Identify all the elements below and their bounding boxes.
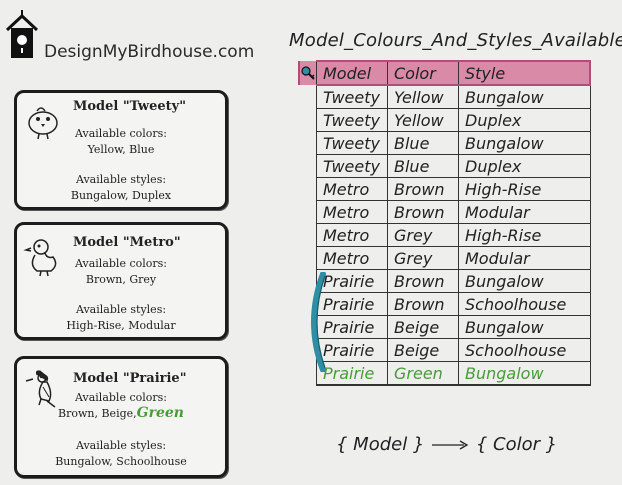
cell-style: Schoolhouse <box>458 338 591 362</box>
key-cell <box>298 61 317 85</box>
row-key-spacer <box>299 200 317 224</box>
row-key-spacer <box>299 154 317 178</box>
cell-style: Bungalow <box>458 131 591 155</box>
cell-color: Blue <box>387 131 459 155</box>
cell-style: Bungalow <box>458 269 591 293</box>
cell-model: Prairie <box>316 315 388 339</box>
cell-style: Modular <box>458 246 591 270</box>
cell-model: Tweety <box>316 108 388 132</box>
cell-style: High-Rise <box>458 177 591 201</box>
cell-style: Bungalow <box>458 315 591 339</box>
cell-model: Metro <box>316 223 388 247</box>
styles-list: Bungalow, Duplex <box>70 189 172 202</box>
card-title: Model "Tweety" <box>73 99 186 114</box>
brand-name[interactable]: DesignMyBirdhouse.com <box>44 42 255 62</box>
header-style: Style <box>458 60 591 86</box>
card-title: Model "Metro" <box>73 235 181 250</box>
cell-model: Metro <box>316 177 388 201</box>
cell-color: Blue <box>387 154 459 178</box>
cell-style: Bungalow <box>458 361 591 386</box>
cell-color: Brown <box>387 177 459 201</box>
cell-color: Brown <box>387 269 459 293</box>
cell-style: Schoolhouse <box>458 292 591 316</box>
cell-style: Modular <box>458 200 591 224</box>
cell-model: Prairie <box>316 361 388 386</box>
styles-list: High-Rise, Modular <box>66 319 176 332</box>
cell-style: Duplex <box>458 154 591 178</box>
cell-style: High-Rise <box>458 223 591 247</box>
cell-style: Bungalow <box>458 84 591 109</box>
row-key-spacer <box>299 131 317 155</box>
cell-color: Grey <box>387 246 459 270</box>
cell-model: Metro <box>316 200 388 224</box>
cell-color: Yellow <box>387 84 459 109</box>
bracket-highlight <box>311 272 326 372</box>
cell-model: Tweety <box>316 131 388 155</box>
cell-style: Duplex <box>458 108 591 132</box>
table-header-row: Model Color Style <box>298 60 591 86</box>
cell-color: Beige <box>387 315 459 339</box>
row-key-spacer <box>299 246 317 270</box>
cell-color: Green <box>387 361 459 386</box>
styles-heading: Available styles: <box>75 173 167 186</box>
cell-model: Tweety <box>316 154 388 178</box>
row-key-spacer <box>299 177 317 201</box>
colors-list: Yellow, Blue <box>87 143 155 156</box>
woodpecker-icon <box>25 370 56 408</box>
cell-model: Metro <box>316 246 388 270</box>
fd-left: { Model } <box>336 434 425 455</box>
added-color: Green <box>136 405 184 421</box>
fd-right: { Color } <box>475 434 558 455</box>
table-title: Model_Colours_And_Styles_Available <box>289 30 622 51</box>
card-title: Model "Prairie" <box>73 371 187 386</box>
cell-color: Brown <box>387 292 459 316</box>
row-key-spacer <box>299 223 317 247</box>
cell-color: Brown <box>387 200 459 224</box>
bird-icon <box>28 107 58 140</box>
styles-heading: Available styles: <box>75 439 167 452</box>
arrow-icon <box>432 440 469 450</box>
colors-list: Brown, Beige, <box>58 407 137 420</box>
cell-color: Beige <box>387 338 459 362</box>
cell-color: Yellow <box>387 108 459 132</box>
header-model: Model <box>316 60 388 86</box>
colors-list: Brown, Grey <box>85 273 157 286</box>
cell-model: Prairie <box>316 269 388 293</box>
header-color: Color <box>387 60 459 86</box>
row-key-spacer <box>299 85 317 109</box>
colors-list-row: Brown, Beige,Green <box>17 405 225 421</box>
styles-list: Bungalow, Schoolhouse <box>55 455 187 468</box>
functional-dependency: { Model } { Color } <box>336 434 557 455</box>
model-card-metro: Model "Metro" Available colors: Brown, G… <box>14 222 228 340</box>
model-card-tweety: Model "Tweety" Available colors: Yellow,… <box>14 90 228 210</box>
colors-heading: Available colors: <box>75 257 167 270</box>
colors-heading: Available colors: <box>75 127 167 140</box>
cell-model: Tweety <box>316 84 388 109</box>
cell-model: Prairie <box>316 338 388 362</box>
styles-heading: Available styles: <box>75 303 167 316</box>
duck-icon <box>23 239 57 277</box>
birdhouse-icon <box>6 10 38 58</box>
cell-model: Prairie <box>316 292 388 316</box>
colors-heading: Available colors: <box>75 391 167 404</box>
row-key-spacer <box>299 108 317 132</box>
key-icon <box>301 66 315 80</box>
cell-color: Grey <box>387 223 459 247</box>
model-card-prairie: Model "Prairie" Available colors: Brown,… <box>14 356 228 478</box>
